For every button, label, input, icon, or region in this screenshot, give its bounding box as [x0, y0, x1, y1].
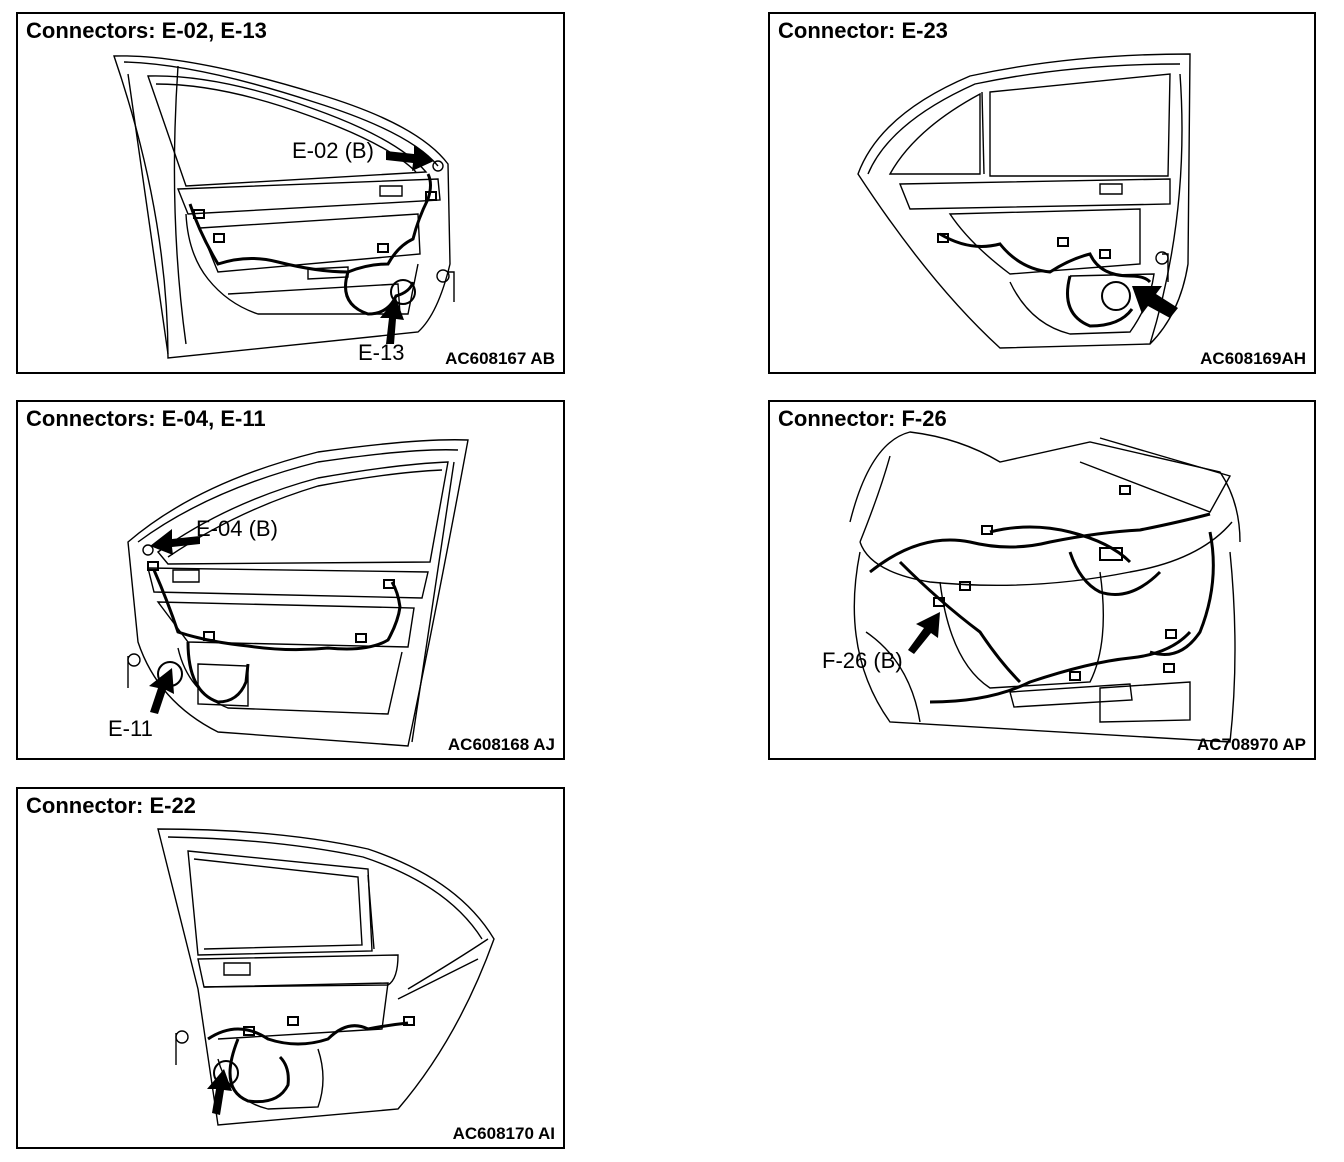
diagram-panel-e02-e13: Connectors: E-02, E-13 E-02 (B) E-13 AC6… [16, 12, 565, 374]
trunk-drawing [849, 431, 1241, 743]
panel-title: Connector: E-22 [26, 793, 196, 818]
figure-code: AC608167 AB [445, 349, 555, 368]
panel-title: Connectors: E-04, E-11 [26, 406, 266, 431]
door-drawing [157, 828, 495, 1126]
pointer-arrow-icon [380, 298, 404, 344]
pointer-arrow-icon [149, 668, 174, 714]
door-drawing [127, 439, 469, 747]
diagram-panel-e04-e11: Connectors: E-04, E-11 E-04 (B) E-11 AC6… [16, 400, 565, 760]
pointer-arrow-icon [1132, 286, 1178, 318]
panel-title: Connectors: E-02, E-13 [26, 18, 267, 43]
diagram-panel-e23: Connector: E-23 AC608169AH [768, 12, 1316, 374]
figure-code: AC608168 AJ [447, 735, 555, 754]
figure-code: AC608170 AI [452, 1124, 555, 1143]
callout-label: F-26 (B) [822, 648, 903, 673]
panel-title: Connector: F-26 [778, 406, 947, 431]
diagram-panel-e22: Connector: E-22 AC608170 AI [16, 787, 565, 1149]
diagram-panel-f26: Connector: F-26 F-26 (B) AC708970 AP [768, 400, 1316, 760]
panel-title: Connector: E-23 [778, 18, 948, 43]
figure-code: AC708970 AP [1197, 735, 1306, 754]
figure-code: AC608169AH [1200, 349, 1306, 368]
callout-label: E-11 [108, 716, 153, 741]
pointer-arrow-icon [908, 612, 940, 654]
callout-label: E-13 [358, 340, 405, 365]
pointer-arrow-icon [386, 145, 434, 171]
door-drawing [113, 55, 455, 359]
door-drawing [857, 53, 1191, 349]
callout-label: E-04 (B) [196, 516, 278, 541]
pointer-arrow-icon [150, 529, 200, 555]
pointer-arrow-icon [207, 1069, 232, 1115]
callout-label: E-02 (B) [292, 138, 374, 163]
